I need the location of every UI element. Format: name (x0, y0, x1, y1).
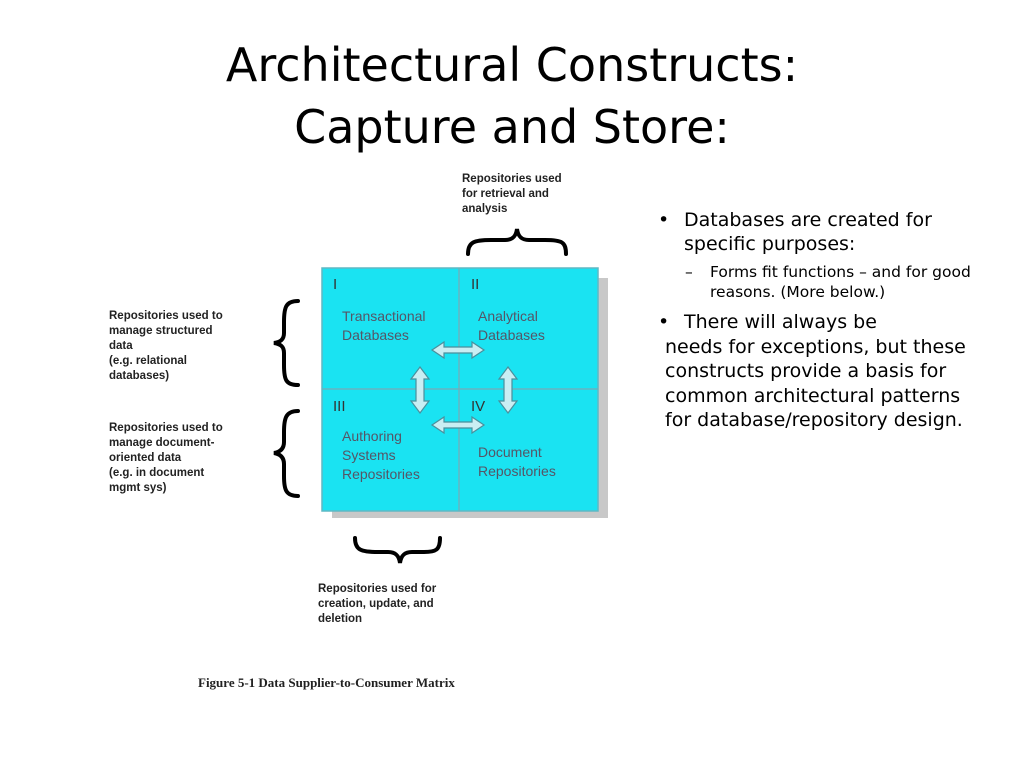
quadrant-2-numeral: II (471, 276, 480, 293)
bullet-1: • Databases are created for specific pur… (658, 208, 978, 256)
bullet-2-first-line: There will always be (684, 311, 877, 333)
quadrant-3-numeral: III (333, 398, 346, 415)
bullet-list: • Databases are created for specific pur… (658, 208, 978, 433)
left-top-label: Repositories used to manage structured d… (109, 310, 223, 382)
arrow-i-ii-icon (430, 340, 486, 360)
quadrant-1-label: Transactional Databases (342, 308, 426, 343)
bullet-1-text: Databases are created for specific purpo… (684, 209, 932, 255)
quadrant-2-label: Analytical Databases (478, 308, 545, 343)
bullet-2-rest: needs for exceptions, but these construc… (665, 335, 966, 432)
bottom-brace-icon (353, 536, 442, 564)
left-bottom-label: Repositories used to manage document- or… (109, 422, 223, 494)
arrow-ii-iv-icon (497, 366, 519, 414)
bullet-2: • There will always be needs for excepti… (658, 310, 978, 433)
title-line-1: Architectural Constructs: (225, 38, 799, 92)
title-line-2: Capture and Store: (294, 100, 730, 154)
bottom-label: Repositories used for creation, update, … (318, 583, 437, 625)
top-brace-icon (466, 228, 568, 256)
arrow-i-iii-icon (409, 366, 431, 414)
quadrant-4-label: Document Repositories (478, 444, 556, 479)
bullet-dot-icon: • (658, 209, 670, 231)
left-top-brace-icon (273, 299, 300, 387)
sub-bullet-1: – Forms fit functions – and for good rea… (658, 262, 978, 302)
slide-title: Architectural Constructs: Capture and St… (0, 34, 1024, 158)
quadrant-4-numeral: IV (471, 398, 486, 415)
bullet-dot-icon: • (658, 311, 670, 333)
quadrant-1-numeral: I (333, 276, 338, 293)
top-label: Repositories used for retrieval and anal… (462, 173, 562, 215)
quadrant-3-label: Authoring Systems Repositories (342, 428, 420, 482)
arrow-iii-iv-icon (430, 415, 486, 435)
figure-caption: Figure 5-1 Data Supplier-to-Consumer Mat… (198, 675, 455, 690)
sub-bullet-1-text: Forms fit functions – and for good reaso… (710, 263, 971, 301)
dash-icon: – (685, 263, 693, 281)
left-bottom-brace-icon (273, 409, 300, 498)
